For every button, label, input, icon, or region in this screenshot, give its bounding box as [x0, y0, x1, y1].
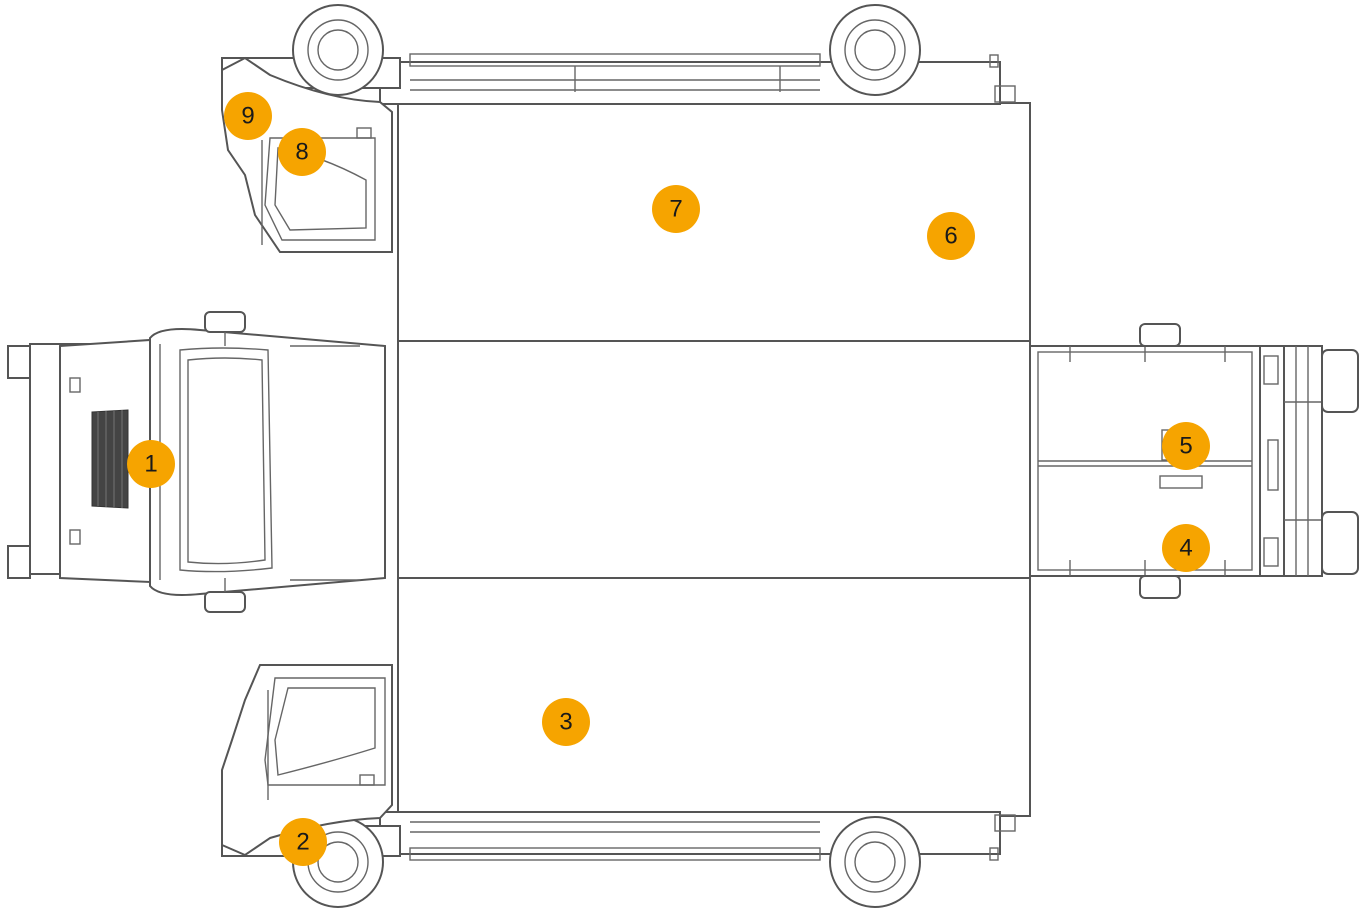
marker-5[interactable]: 5 — [1162, 422, 1210, 470]
cargo-rear — [1029, 323, 1359, 599]
top-front-wheel — [292, 4, 384, 96]
marker-9-label: 9 — [241, 103, 254, 130]
cab-front — [7, 311, 386, 613]
marker-8-label: 8 — [295, 139, 308, 166]
marker-3-label: 3 — [559, 709, 572, 736]
bottom-cab-side — [221, 664, 393, 857]
top-rear-wheel — [829, 4, 921, 96]
marker-2[interactable]: 2 — [279, 818, 327, 866]
panel-left-side — [397, 102, 1031, 342]
marker-5-label: 5 — [1179, 433, 1192, 460]
marker-1[interactable]: 1 — [127, 440, 175, 488]
panel-roof — [397, 340, 1031, 579]
marker-3[interactable]: 3 — [542, 698, 590, 746]
marker-6[interactable]: 6 — [927, 212, 975, 260]
bottom-rear-wheel — [829, 816, 921, 908]
markers: 1 2 3 4 5 6 7 8 9 — [127, 92, 1210, 866]
marker-7-label: 7 — [669, 196, 682, 223]
panel-right-side — [397, 577, 1031, 817]
marker-7[interactable]: 7 — [652, 185, 700, 233]
marker-2-label: 2 — [296, 829, 309, 856]
marker-1-label: 1 — [144, 451, 157, 478]
marker-4[interactable]: 4 — [1162, 524, 1210, 572]
cargo-body-panels — [397, 102, 1031, 817]
marker-9[interactable]: 9 — [224, 92, 272, 140]
marker-4-label: 4 — [1179, 535, 1192, 562]
marker-8[interactable]: 8 — [278, 128, 326, 176]
marker-6-label: 6 — [944, 223, 957, 250]
